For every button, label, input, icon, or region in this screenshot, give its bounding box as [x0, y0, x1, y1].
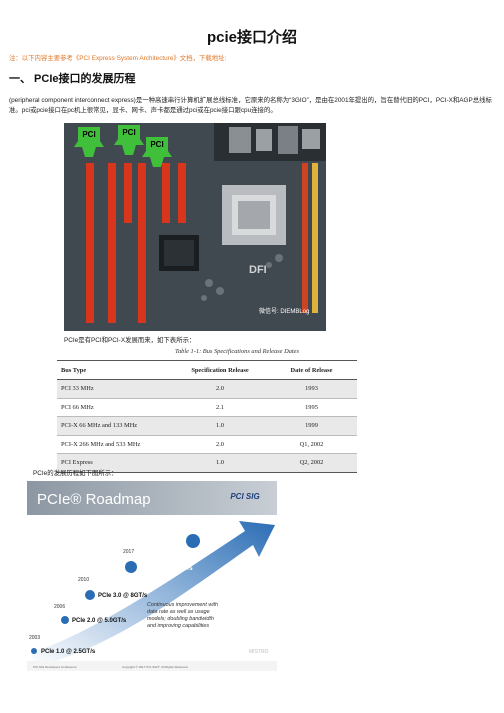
table-intro-text: PCIe是有PCI和PCI-X发展而来，如下表所示：: [64, 337, 196, 344]
table-row: PCI-X 266 MHz and 533 MHz 2.0 Q1, 2002: [57, 435, 357, 454]
table-cell: 1.0: [174, 416, 266, 436]
table-cell: PCI 33 MHz: [57, 379, 174, 399]
table-cell: PCI-X 66 MHz and 133 MHz: [57, 416, 174, 436]
motherboard-illustration: DFI 微信号: DIEMBLog PCI PCI PCI: [64, 123, 326, 331]
column-header: Bus Type: [57, 360, 174, 380]
pci-label: PCI: [142, 137, 172, 167]
milestone-label: PCIe 1.0 @ 2.5GT/s: [41, 649, 96, 655]
svg-text:PCI: PCI: [82, 130, 95, 139]
pci-slot: [86, 163, 94, 323]
table-cell: PCI Express: [57, 453, 174, 473]
pci-sig-logo: PCI SIG: [230, 492, 259, 501]
slide-header: [27, 481, 277, 515]
table-row: PCI 33 MHz 2.0 1993: [57, 379, 357, 399]
milestone-dot: [125, 561, 137, 573]
page-title: pcie接口介绍: [206, 29, 297, 46]
milestone-year: 2003: [29, 635, 40, 641]
table-cell: 2.0: [174, 435, 266, 454]
table-cell: 1993: [266, 379, 357, 399]
svg-text:PCI: PCI: [150, 140, 163, 149]
table-cell: 1999: [266, 416, 357, 436]
table-row: PCI 66 MHz 2.1 1995: [57, 398, 357, 417]
roadmap-watermark: MISTRO: [249, 649, 269, 655]
table-caption: Table 1-1: Bus Specifications and Releas…: [174, 348, 299, 355]
roadmap-graphic: PCIe® Roadmap PCI SIG 2003 2006 2010 201…: [27, 481, 277, 671]
milestone-dot: [85, 590, 95, 600]
roadmap-caption: Continuous improvement with data rate as…: [147, 602, 220, 629]
motherboard-image: DFI 微信号: DIEMBLog PCI PCI PCI: [64, 123, 326, 331]
table-row: PCI-X 66 MHz and 133 MHz 1.0 1999: [57, 416, 357, 436]
table-cell: PCI 66 MHz: [57, 398, 174, 417]
footer-left-text: PCI-SIG Developers Conference: [33, 665, 77, 669]
pci-slots: [86, 163, 186, 323]
column-header: Date of Release: [266, 360, 357, 380]
milestone-dot: [186, 534, 200, 548]
reference-note: 注：以下内容主要参考《PCI Express System Architectu…: [9, 55, 227, 62]
milestone-label: PCIe 5.0: [203, 540, 227, 546]
milestone-year: 2017: [123, 549, 134, 555]
milestone-label: PCIe 2.0 @ 5.0GT/s: [72, 618, 127, 624]
column-header: Specification Release: [174, 360, 266, 380]
slide-footer: [27, 661, 277, 671]
pcie-x16-slot: [138, 163, 146, 323]
roadmap-intro-text: PCIe的发展历程如下图所示：: [33, 470, 118, 477]
table-cell: 2.1: [174, 398, 266, 417]
roadmap-arrow: [31, 521, 275, 667]
pci-label: PCI: [74, 127, 104, 157]
bus-spec-table: Bus Type Specification Release Date of R…: [57, 360, 357, 473]
board-brand: DFI: [249, 264, 267, 276]
pci-label: PCI: [114, 125, 144, 155]
table-header-row: Bus Type Specification Release Date of R…: [57, 360, 357, 380]
table-cell: PCI-X 266 MHz and 533 MHz: [57, 435, 174, 454]
pcie-x1-slot: [162, 163, 170, 223]
section-heading: 一、 PCIe接口的发展历程: [9, 73, 136, 85]
footer-copyright: Copyright © 2017 PCI-SIG®. All Rights Re…: [122, 665, 188, 669]
pcie-roadmap-slide: PCIe® Roadmap PCI SIG 2003 2006 2010 201…: [27, 481, 277, 671]
milestone-year: 2010: [78, 577, 89, 583]
svg-text:PCI: PCI: [122, 128, 135, 137]
milestone-label: PCIe 4.0 @ 16GT/s: [140, 566, 193, 572]
milestone-dot: [61, 616, 69, 624]
table-cell: Q1, 2002: [266, 435, 357, 454]
table-row: PCI Express 1.0 Q2, 2002: [57, 453, 357, 473]
image-watermark: 微信号: DIEMBLog: [259, 307, 309, 315]
milestone-label: PCIe 3.0 @ 8GT/s: [98, 593, 148, 599]
roadmap-title: PCIe® Roadmap: [37, 491, 151, 508]
intro-paragraph: (peripheral component interconnect expre…: [9, 97, 492, 114]
pcie-x1-slot: [124, 163, 132, 223]
table-cell: Q2, 2002: [266, 453, 357, 473]
pci-slot: [108, 163, 116, 323]
milestone-dot: [31, 648, 37, 654]
pcie-x1-slot: [178, 163, 186, 223]
table-cell: 1995: [266, 398, 357, 417]
table-cell: 1.0: [174, 453, 266, 473]
table-cell: 2.0: [174, 379, 266, 399]
milestone-year: 2006: [54, 604, 65, 610]
